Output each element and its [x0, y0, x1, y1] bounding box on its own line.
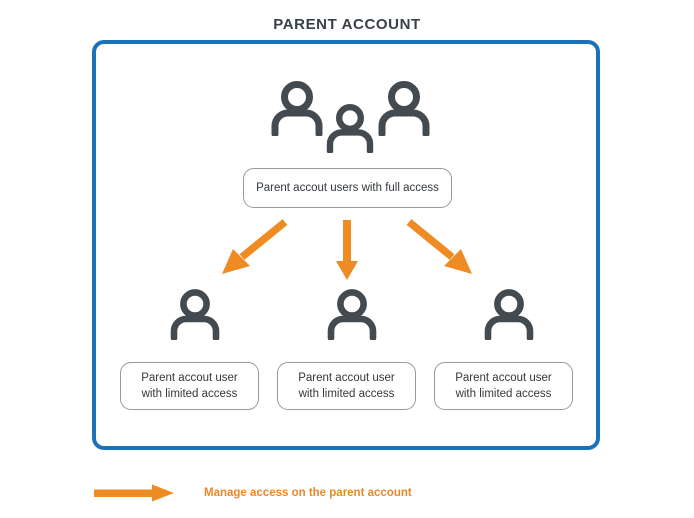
user-icon-left	[266, 80, 328, 136]
group-of-three-users-icon	[266, 80, 436, 153]
legend: Manage access on the parent account	[94, 480, 614, 506]
single-user-icon-2	[323, 288, 381, 345]
limited-access-line1-2: Parent accout user	[298, 372, 395, 384]
limited-access-line2-1: with limited access	[141, 388, 238, 400]
limited-access-box-3: Parent accout user with limited access	[434, 362, 573, 410]
user-icon-right	[373, 80, 435, 136]
legend-label: Manage access on the parent account	[204, 487, 412, 499]
single-user-icon-1	[166, 288, 224, 345]
user-icon-center	[322, 103, 378, 153]
limited-access-line1-1: Parent accout user	[141, 372, 238, 384]
right-arrow-icon	[94, 484, 174, 502]
limited-access-line2-2: with limited access	[298, 388, 395, 400]
full-access-box: Parent accout users with full access	[243, 168, 452, 208]
single-user-icon-3	[480, 288, 538, 345]
page-title: PARENT ACCOUNT	[273, 16, 421, 33]
limited-access-line1-3: Parent accout user	[455, 372, 552, 384]
limited-access-box-1: Parent accout user with limited access	[120, 362, 259, 410]
limited-access-line2-3: with limited access	[455, 388, 552, 400]
limited-access-box-2: Parent accout user with limited access	[277, 362, 416, 410]
